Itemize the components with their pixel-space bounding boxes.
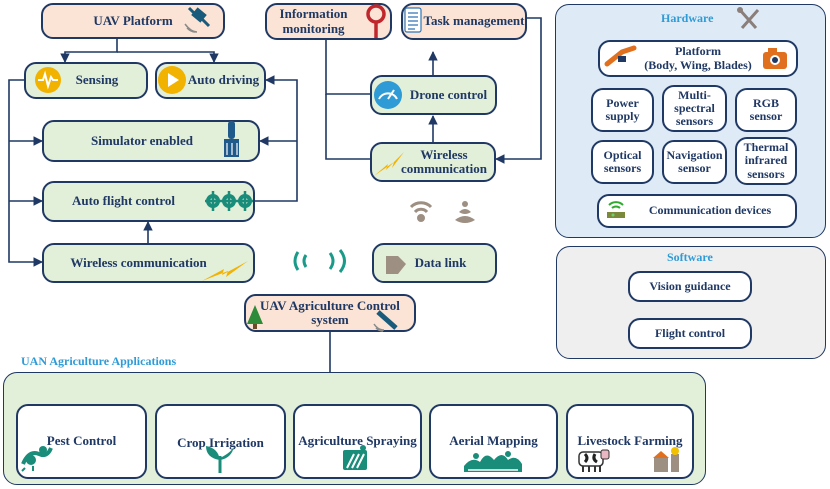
simulator-label: Simulator enabled bbox=[91, 132, 193, 148]
cow-icon bbox=[578, 449, 610, 472]
data-link-label: Data link bbox=[414, 254, 467, 270]
applications-title: UAN Agriculture Applications bbox=[21, 354, 177, 368]
pest-icon bbox=[21, 446, 53, 472]
communication-devices-label: Communication devices bbox=[648, 203, 772, 218]
flight-control-box: Flight control bbox=[628, 318, 752, 349]
uav-platform-box: UAV Platform bbox=[41, 3, 225, 39]
app-pest-control: Pest Control bbox=[16, 404, 147, 479]
dashboard-icon bbox=[374, 81, 402, 109]
drone-control-label: Drone control bbox=[409, 86, 488, 102]
task-management-box: Task management bbox=[401, 3, 527, 40]
sprayer-icon bbox=[343, 445, 367, 470]
app-livestock-farming-label: Livestock Farming bbox=[577, 433, 683, 448]
simulator-box: Simulator enabled bbox=[42, 120, 260, 162]
plant-icon bbox=[206, 446, 234, 473]
optical-sensors-box: Optical sensors bbox=[591, 140, 654, 184]
wifi-icon bbox=[409, 201, 433, 222]
vision-guidance-label: Vision guidance bbox=[649, 278, 731, 293]
multispectral-label: Multi-spectral sensors bbox=[674, 87, 715, 129]
control-system-box: UAV Agriculture Control system bbox=[244, 294, 416, 332]
thermal-sensors-label: Thermal infrared sensors bbox=[743, 140, 789, 181]
wireless-signal-icon bbox=[293, 249, 346, 273]
information-monitoring-label: Information monitoring bbox=[279, 6, 348, 36]
task-list-icon bbox=[404, 7, 422, 33]
power-supply-box: Power supply bbox=[591, 88, 654, 132]
data-link-icon bbox=[386, 256, 406, 274]
gears-icon bbox=[205, 191, 253, 211]
communication-devices-box: Communication devices bbox=[597, 194, 797, 228]
joystick-icon bbox=[224, 121, 239, 157]
vision-guidance-box: Vision guidance bbox=[628, 271, 752, 302]
wireless-communication-left-label: Wireless communication bbox=[70, 254, 207, 270]
play-icon bbox=[158, 66, 186, 94]
pulse-icon bbox=[35, 67, 61, 93]
farm-building-icon bbox=[653, 447, 679, 472]
software-title: Software bbox=[667, 250, 713, 264]
power-supply-label: Power supply bbox=[605, 95, 640, 123]
multispectral-box: Multi-spectral sensors bbox=[662, 85, 727, 132]
sensing-label: Sensing bbox=[75, 72, 119, 88]
map-landscape-icon bbox=[464, 451, 522, 472]
task-management-label: Task management bbox=[423, 13, 525, 29]
rgb-sensor-box: RGB sensor bbox=[735, 88, 797, 132]
rgb-sensor-label: RGB sensor bbox=[749, 95, 783, 123]
navigation-sensor-box: Navigation sensor bbox=[662, 140, 727, 184]
router-icon bbox=[607, 201, 625, 218]
uav-platform-label: UAV Platform bbox=[93, 12, 173, 28]
auto-flight-control-label: Auto flight control bbox=[71, 193, 176, 209]
drone-icon bbox=[604, 45, 637, 67]
lightning-icon bbox=[202, 261, 248, 281]
hardware-title: Hardware bbox=[661, 11, 714, 25]
optical-sensors-label: Optical sensors bbox=[603, 147, 642, 175]
navigation-sensor-label: Navigation sensor bbox=[666, 147, 723, 175]
wireless-communication-mid-label: Wireless communication bbox=[401, 146, 487, 176]
tools-icon bbox=[737, 7, 760, 29]
app-pest-control-label: Pest Control bbox=[46, 433, 117, 448]
auto-driving-label: Auto driving bbox=[187, 72, 260, 88]
magnifier-icon bbox=[366, 4, 386, 38]
app-crop-irrigation-label: Crop Irrigation bbox=[177, 435, 264, 450]
wireless-communication-left-box: Wireless communication bbox=[42, 243, 255, 283]
satellite-icon bbox=[184, 6, 211, 33]
thermal-sensors-box: Thermal infrared sensors bbox=[735, 137, 797, 185]
lightning-icon bbox=[374, 152, 404, 176]
flight-control-label: Flight control bbox=[654, 325, 726, 340]
control-system-label: UAV Agriculture Control system bbox=[260, 297, 400, 327]
app-aerial-mapping-label: Aerial Mapping bbox=[449, 433, 538, 448]
app-agriculture-spraying-label: Agriculture Spraying bbox=[298, 433, 417, 448]
wireless-communication-mid-box: Wireless communication bbox=[370, 142, 496, 182]
hotspot-icon bbox=[455, 201, 475, 223]
satellite-icon bbox=[373, 310, 398, 332]
camera-icon bbox=[763, 48, 787, 69]
platform-label: Platform (Body, Wing, Blades) bbox=[644, 44, 752, 72]
tree-icon bbox=[247, 305, 263, 329]
